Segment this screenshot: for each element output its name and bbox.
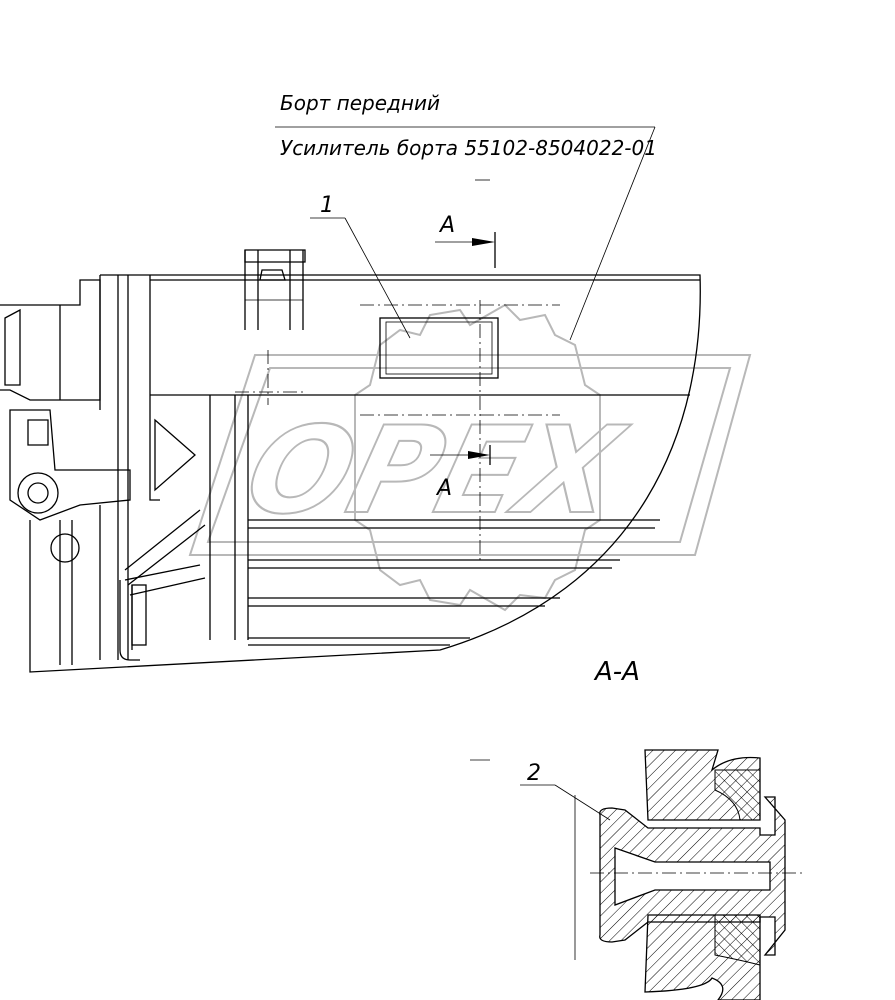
watermark-logo: OPEX xyxy=(188,303,752,612)
watermark-frame-inner xyxy=(206,367,732,543)
reinforcement-plate xyxy=(379,317,499,379)
section-arrow-lower xyxy=(430,445,491,465)
callout-line-front-board: Борт передний xyxy=(280,91,440,115)
section-arrow-upper xyxy=(435,232,496,268)
section-label-lower: A xyxy=(435,476,452,501)
section-view-aa xyxy=(470,749,805,1000)
top-bracket xyxy=(244,249,306,330)
callout-leaders xyxy=(275,126,656,341)
callout-line-reinforcement: Усилитель борта 55102-8504022-01 xyxy=(280,136,657,160)
section-view-title: A-A xyxy=(593,657,640,687)
watermark-text: OPEX xyxy=(233,401,637,541)
item-number-1: 1 xyxy=(320,193,334,218)
item-number-2: 2 xyxy=(527,761,541,786)
watermark-gear xyxy=(354,303,601,612)
watermark-frame-outer xyxy=(188,354,752,556)
side-board-assembly xyxy=(0,179,701,673)
section-label-upper: A xyxy=(438,213,455,238)
